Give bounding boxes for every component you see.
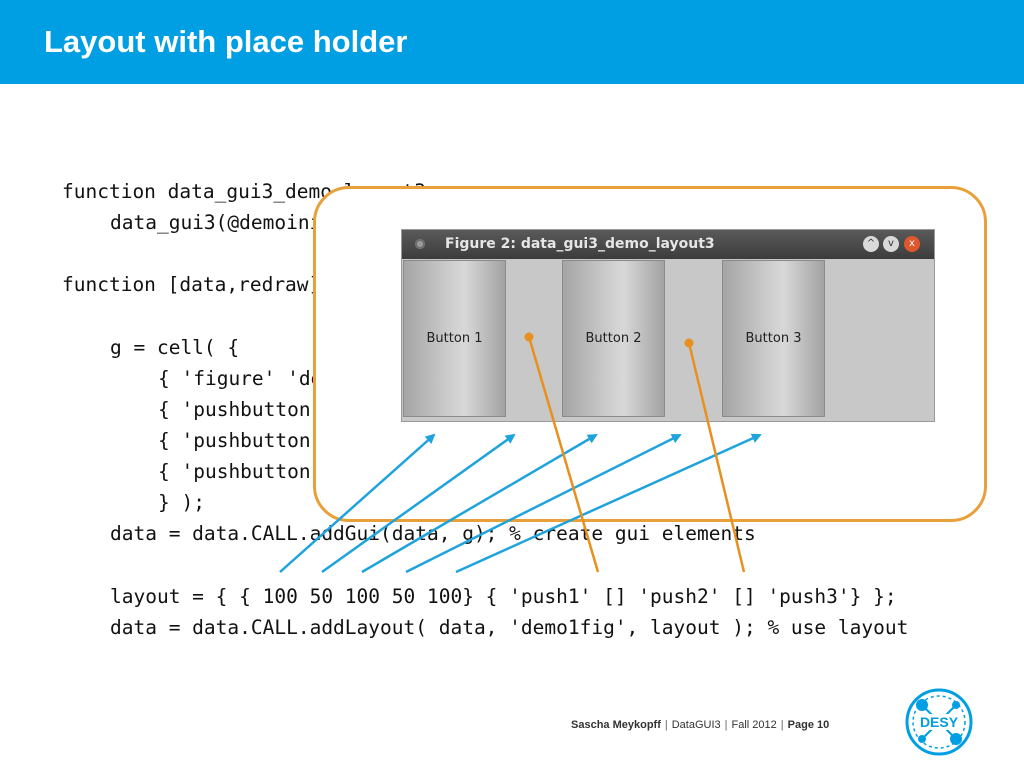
maximize-icon[interactable]: v	[883, 236, 899, 252]
window-menu-icon[interactable]	[415, 239, 425, 249]
button-1[interactable]: Button 1	[403, 260, 506, 417]
desy-logo: DESY	[905, 688, 973, 756]
minimize-icon[interactable]: ^	[863, 236, 879, 252]
code-line-11: layout = { { 100 50 100 50 100} { 'push1…	[110, 585, 897, 608]
footer-page: Page 10	[787, 719, 830, 731]
slide-header: Layout with place holder	[0, 0, 1024, 84]
close-icon[interactable]: x	[904, 236, 920, 252]
slide-footer: Sascha Meykopff|DataGUI3|Fall 2012|Page …	[571, 719, 830, 731]
slide-title: Layout with place holder	[44, 24, 408, 59]
footer-project: DataGUI3	[671, 719, 721, 731]
figure-window: Figure 2: data_gui3_demo_layout3 ^ v x B…	[401, 229, 935, 422]
code-line-10: data = data.CALL.addGui(data, g); % crea…	[110, 522, 756, 545]
code-line-2: data_gui3(@demoinit);	[110, 211, 357, 234]
code-line-12: data = data.CALL.addLayout( data, 'demo1…	[110, 616, 909, 639]
footer-term: Fall 2012	[731, 719, 777, 731]
window-title: Figure 2: data_gui3_demo_layout3	[445, 236, 715, 252]
button-2[interactable]: Button 2	[562, 260, 665, 417]
footer-author: Sascha Meykopff	[571, 719, 661, 731]
logo-text: DESY	[920, 714, 959, 730]
code-line-9: } );	[158, 491, 205, 514]
button-3[interactable]: Button 3	[722, 260, 825, 417]
window-titlebar[interactable]: Figure 2: data_gui3_demo_layout3 ^ v x	[402, 230, 934, 259]
code-line-4: g = cell( {	[110, 336, 240, 359]
